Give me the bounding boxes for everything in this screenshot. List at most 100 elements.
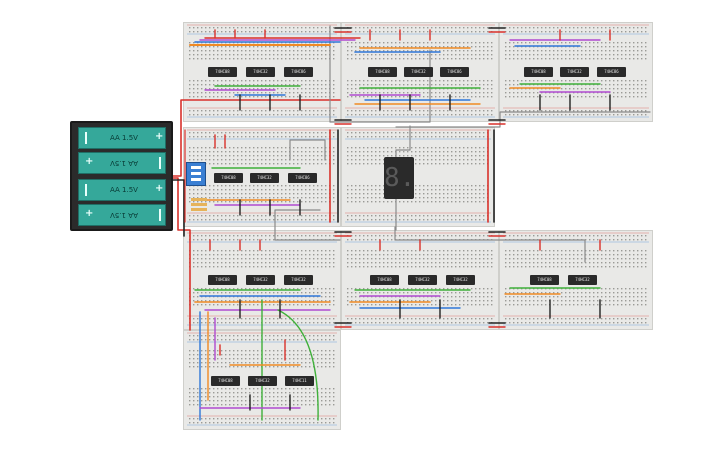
breadboard-hole[interactable] — [301, 96, 303, 98]
breadboard-hole[interactable] — [355, 292, 357, 294]
breadboard-hole[interactable] — [545, 250, 547, 252]
breadboard-hole[interactable] — [273, 350, 275, 352]
breadboard-hole[interactable] — [371, 322, 373, 324]
breadboard-hole[interactable] — [403, 201, 405, 203]
breadboard-hole[interactable] — [557, 96, 559, 98]
breadboard-hole[interactable] — [297, 50, 299, 52]
breadboard-hole[interactable] — [399, 132, 401, 134]
breadboard-hole[interactable] — [609, 258, 611, 260]
breadboard-hole[interactable] — [455, 193, 457, 195]
breadboard-hole[interactable] — [351, 185, 353, 187]
breadboard-hole[interactable] — [549, 288, 551, 290]
breadboard-hole[interactable] — [589, 239, 591, 241]
breadboard-hole[interactable] — [245, 322, 247, 324]
breadboard-hole[interactable] — [533, 114, 535, 116]
breadboard-hole[interactable] — [241, 254, 243, 256]
breadboard-hole[interactable] — [189, 335, 191, 337]
breadboard-hole[interactable] — [325, 88, 327, 90]
breadboard-hole[interactable] — [391, 266, 393, 268]
breadboard-hole[interactable] — [459, 84, 461, 86]
breadboard-hole[interactable] — [411, 250, 413, 252]
breadboard-hole[interactable] — [217, 110, 219, 112]
breadboard-hole[interactable] — [419, 136, 421, 138]
breadboard-hole[interactable] — [217, 254, 219, 256]
breadboard-hole[interactable] — [435, 304, 437, 306]
breadboard-hole[interactable] — [209, 396, 211, 398]
breadboard-hole[interactable] — [333, 132, 335, 134]
breadboard-hole[interactable] — [431, 292, 433, 294]
breadboard-hole[interactable] — [487, 50, 489, 52]
breadboard-hole[interactable] — [573, 31, 575, 33]
breadboard-hole[interactable] — [351, 136, 353, 138]
breadboard-hole[interactable] — [585, 54, 587, 56]
breadboard-hole[interactable] — [285, 201, 287, 203]
breadboard-hole[interactable] — [237, 318, 239, 320]
breadboard-hole[interactable] — [213, 110, 215, 112]
breadboard-hole[interactable] — [459, 215, 461, 217]
breadboard-hole[interactable] — [375, 136, 377, 138]
breadboard-hole[interactable] — [241, 58, 243, 60]
breadboard-hole[interactable] — [197, 46, 199, 48]
breadboard-hole[interactable] — [245, 155, 247, 157]
breadboard-hole[interactable] — [237, 300, 239, 302]
breadboard-hole[interactable] — [253, 201, 255, 203]
breadboard-hole[interactable] — [257, 84, 259, 86]
breadboard-hole[interactable] — [309, 215, 311, 217]
breadboard-hole[interactable] — [213, 50, 215, 52]
breadboard-hole[interactable] — [391, 288, 393, 290]
breadboard-hole[interactable] — [233, 110, 235, 112]
breadboard-hole[interactable] — [273, 163, 275, 165]
breadboard-hole[interactable] — [371, 239, 373, 241]
breadboard-hole[interactable] — [285, 418, 287, 420]
breadboard-hole[interactable] — [189, 54, 191, 56]
breadboard-hole[interactable] — [399, 80, 401, 82]
breadboard-hole[interactable] — [277, 215, 279, 217]
breadboard-hole[interactable] — [585, 110, 587, 112]
breadboard-hole[interactable] — [313, 110, 315, 112]
breadboard-hole[interactable] — [371, 296, 373, 298]
breadboard-hole[interactable] — [509, 235, 511, 237]
breadboard-hole[interactable] — [509, 50, 511, 52]
breadboard-hole[interactable] — [347, 296, 349, 298]
breadboard-hole[interactable] — [241, 250, 243, 252]
breadboard-hole[interactable] — [553, 322, 555, 324]
breadboard-hole[interactable] — [205, 266, 207, 268]
breadboard-hole[interactable] — [359, 155, 361, 157]
breadboard-hole[interactable] — [625, 258, 627, 260]
breadboard-hole[interactable] — [317, 96, 319, 98]
breadboard-hole[interactable] — [273, 322, 275, 324]
breadboard-hole[interactable] — [317, 358, 319, 360]
breadboard-hole[interactable] — [399, 46, 401, 48]
breadboard-hole[interactable] — [265, 396, 267, 398]
breadboard-hole[interactable] — [281, 147, 283, 149]
breadboard-hole[interactable] — [297, 335, 299, 337]
breadboard-hole[interactable] — [297, 262, 299, 264]
breadboard-hole[interactable] — [237, 258, 239, 260]
breadboard-hole[interactable] — [387, 235, 389, 237]
breadboard-hole[interactable] — [529, 318, 531, 320]
breadboard-hole[interactable] — [233, 235, 235, 237]
breadboard-hole[interactable] — [269, 46, 271, 48]
breadboard-hole[interactable] — [455, 254, 457, 256]
breadboard-hole[interactable] — [541, 318, 543, 320]
breadboard-hole[interactable] — [297, 339, 299, 341]
breadboard-hole[interactable] — [577, 54, 579, 56]
ic-chip[interactable]: 74HC32 — [404, 67, 433, 77]
breadboard-hole[interactable] — [383, 219, 385, 221]
breadboard-hole[interactable] — [451, 300, 453, 302]
breadboard-hole[interactable] — [617, 322, 619, 324]
breadboard-hole[interactable] — [475, 163, 477, 165]
breadboard-hole[interactable] — [225, 84, 227, 86]
breadboard-hole[interactable] — [201, 27, 203, 29]
breadboard-hole[interactable] — [285, 54, 287, 56]
breadboard-hole[interactable] — [325, 80, 327, 82]
breadboard-hole[interactable] — [367, 46, 369, 48]
breadboard-hole[interactable] — [293, 366, 295, 368]
breadboard-hole[interactable] — [609, 50, 611, 52]
breadboard-hole[interactable] — [641, 110, 643, 112]
breadboard-hole[interactable] — [509, 54, 511, 56]
breadboard-hole[interactable] — [205, 31, 207, 33]
breadboard-hole[interactable] — [233, 396, 235, 398]
breadboard-hole[interactable] — [463, 189, 465, 191]
breadboard-hole[interactable] — [375, 46, 377, 48]
